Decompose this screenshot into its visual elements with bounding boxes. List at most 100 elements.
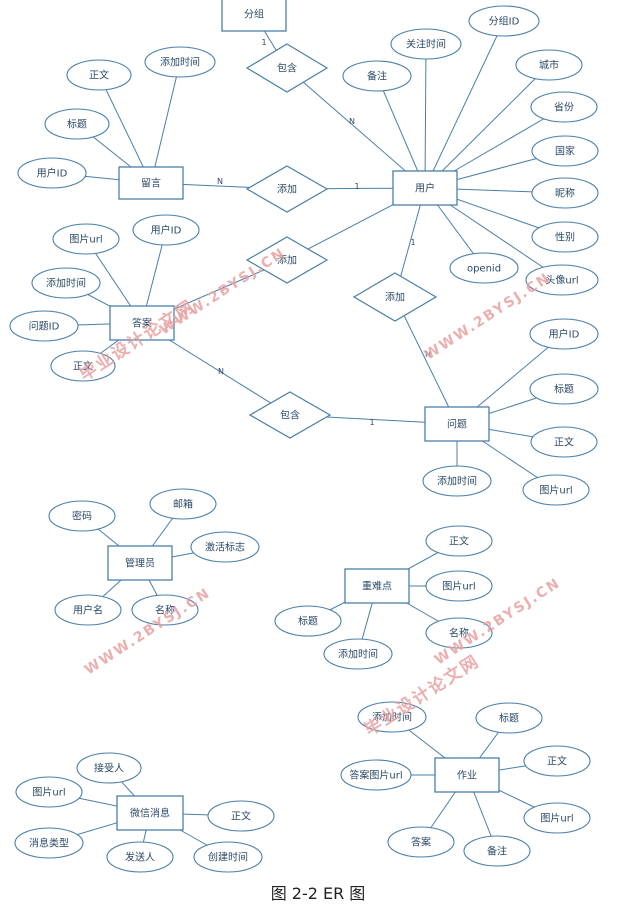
attribute-h-body[interactable]: 正文 (523, 745, 591, 777)
relationship-diamond (245, 165, 329, 213)
relationship-diamond (248, 391, 332, 439)
attribute-ellipse (425, 525, 493, 557)
edge-message-m-added (150, 61, 181, 184)
attribute-ellipse (530, 426, 598, 458)
attribute-label: 添加时间 (372, 711, 412, 724)
attribute-k-name[interactable]: 名称 (425, 617, 493, 649)
attribute-ad-active[interactable]: 激活标志 (190, 531, 260, 563)
attribute-ellipse (531, 135, 599, 167)
attribute-w-body[interactable]: 正文 (207, 800, 275, 832)
entity-knowledge[interactable]: 重难点 (344, 568, 410, 604)
attribute-q-img[interactable]: 图片url (522, 474, 590, 506)
attribute-m-title[interactable]: 标题 (44, 108, 110, 140)
attribute-u-city[interactable]: 城市 (515, 49, 583, 81)
attribute-ellipse (66, 59, 132, 91)
attribute-label: openid (467, 264, 501, 275)
attribute-m-added[interactable]: 添加时间 (144, 46, 216, 78)
attribute-w-sender[interactable]: 发送人 (106, 841, 174, 873)
attribute-a-added[interactable]: 添加时间 (31, 267, 101, 299)
entity-user[interactable]: 用户 (392, 170, 458, 206)
attribute-a-img[interactable]: 图片url (52, 223, 120, 255)
attribute-a-qid[interactable]: 问题ID (9, 310, 79, 342)
cardinality-c5: 1 (410, 238, 415, 247)
relationship-r-add-message[interactable]: 添加 (245, 165, 329, 213)
attribute-label: 正文 (449, 535, 469, 548)
relationship-r-contain-question[interactable]: 包含 (248, 391, 332, 439)
entity-wechat[interactable]: 微信消息 (116, 795, 184, 831)
attribute-a-userid[interactable]: 用户ID (132, 214, 200, 246)
entity-box (109, 305, 175, 341)
entity-group[interactable]: 分组 (221, 0, 287, 32)
attribute-u-openid[interactable]: openid (449, 252, 519, 284)
attribute-ad-name[interactable]: 名称 (131, 594, 199, 626)
attribute-ellipse (468, 5, 540, 37)
attribute-ad-password[interactable]: 密码 (48, 500, 116, 532)
entity-message[interactable]: 留言 (118, 166, 184, 200)
attribute-q-added[interactable]: 添加时间 (422, 465, 492, 497)
er-diagram: 分组用户留言答案问题管理员重难点微信消息作业包含添加添加添加包含关注时间分组ID… (9, 0, 599, 873)
attribute-w-created[interactable]: 创建时间 (193, 841, 263, 873)
attribute-ellipse (340, 759, 412, 791)
attribute-ad-email[interactable]: 邮箱 (149, 488, 217, 520)
attribute-ellipse (144, 46, 216, 78)
attribute-u-remark[interactable]: 备注 (342, 60, 412, 92)
attribute-label: 分组ID (489, 15, 520, 28)
entity-label: 管理员 (125, 557, 155, 570)
attribute-k-added[interactable]: 添加时间 (323, 638, 393, 670)
attribute-u-avatar[interactable]: 头像url (525, 264, 599, 296)
attribute-ellipse (193, 841, 263, 873)
attribute-label: 正文 (89, 69, 109, 82)
cardinality-c8: 1 (369, 418, 374, 427)
entity-question[interactable]: 问题 (424, 406, 490, 442)
attribute-u-follow-time[interactable]: 关注时间 (390, 28, 462, 60)
attribute-label: 头像url (545, 275, 578, 287)
attribute-u-group-id[interactable]: 分组ID (468, 5, 540, 37)
attribute-label: 正文 (547, 755, 567, 768)
attribute-k-img[interactable]: 图片url (425, 570, 493, 602)
diagram-nodes: 分组用户留言答案问题管理员重难点微信消息作业包含添加添加添加包含关注时间分组ID… (9, 0, 599, 873)
attribute-w-type[interactable]: 消息类型 (14, 827, 84, 859)
relationship-r-add-answer[interactable]: 添加 (245, 236, 329, 284)
entity-admin[interactable]: 管理员 (107, 545, 173, 581)
attribute-u-country[interactable]: 国家 (531, 135, 599, 167)
attribute-label: 接受人 (94, 762, 124, 775)
attribute-ellipse (425, 617, 493, 649)
attribute-ellipse (131, 594, 199, 626)
attribute-q-body[interactable]: 正文 (530, 426, 598, 458)
attribute-a-body[interactable]: 正文 (50, 350, 116, 382)
entity-homework[interactable]: 作业 (434, 757, 500, 793)
attribute-q-userid[interactable]: 用户ID (529, 318, 599, 350)
attribute-w-img[interactable]: 图片url (15, 776, 83, 808)
attribute-label: 发送人 (125, 851, 155, 864)
attribute-h-answer-img[interactable]: 答案图片url (340, 759, 412, 791)
attribute-u-nickname[interactable]: 昵称 (531, 177, 599, 209)
attribute-m-userid[interactable]: 用户ID (17, 157, 87, 189)
attribute-label: 图片url (540, 812, 573, 825)
attribute-ad-username[interactable]: 用户名 (54, 594, 122, 626)
attribute-h-img[interactable]: 图片url (523, 802, 591, 834)
attribute-ellipse (523, 802, 591, 834)
relationship-r-contain-group[interactable]: 包含 (245, 43, 329, 93)
relationship-diamond (245, 43, 329, 93)
entity-answer[interactable]: 答案 (109, 305, 175, 341)
entity-label: 问题 (447, 418, 467, 431)
attribute-k-title[interactable]: 标题 (274, 605, 342, 637)
relationship-label: 添加 (277, 183, 297, 196)
attribute-h-answer[interactable]: 答案 (387, 826, 455, 858)
attribute-h-title[interactable]: 标题 (475, 702, 543, 734)
attribute-w-receiver[interactable]: 接受人 (76, 752, 142, 784)
entity-box (107, 545, 173, 581)
attribute-h-remark[interactable]: 备注 (463, 835, 531, 867)
attribute-q-title[interactable]: 标题 (529, 373, 599, 405)
attribute-h-added[interactable]: 添加时间 (357, 701, 427, 733)
attribute-label: 关注时间 (406, 38, 446, 51)
attribute-m-body[interactable]: 正文 (66, 59, 132, 91)
attribute-k-body[interactable]: 正文 (425, 525, 493, 557)
attribute-u-province[interactable]: 省份 (530, 91, 598, 123)
attribute-ellipse (50, 350, 116, 382)
attribute-u-gender[interactable]: 性别 (531, 221, 599, 253)
watermark-text: WWW.2BYSJ.CN (157, 245, 289, 338)
relationship-r-add-question[interactable]: 添加 (352, 272, 438, 322)
relationship-label: 包含 (280, 409, 300, 422)
